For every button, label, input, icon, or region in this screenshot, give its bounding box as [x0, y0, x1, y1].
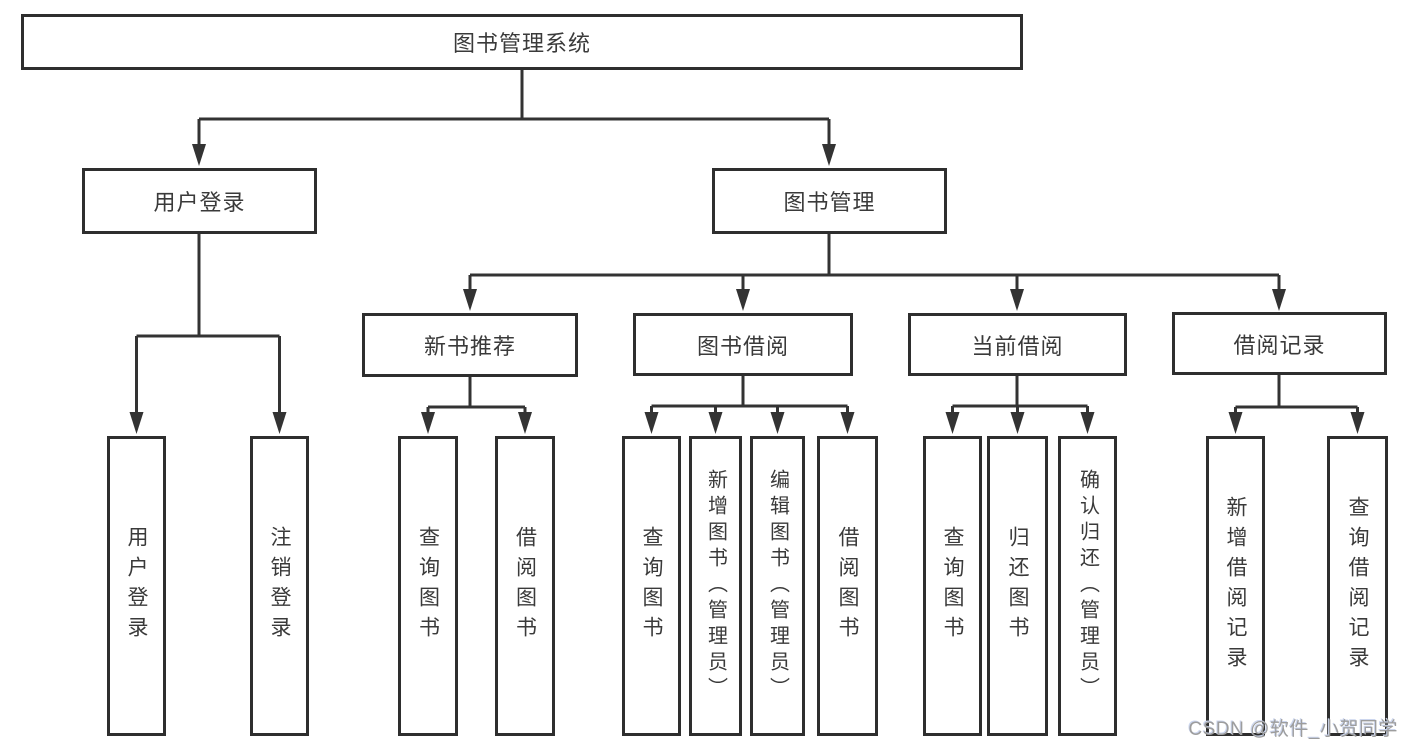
node-leaf-query-borrow-record: 查询借阅记录 [1327, 436, 1388, 736]
node-leaf-user-login: 用户登录 [107, 436, 166, 736]
node-leaf-confirm-return-admin: 确认归还（管理员） [1058, 436, 1117, 736]
node-leaf-edit-book-admin: 编辑图书（管理员） [750, 436, 805, 736]
node-leaf-query-books-1: 查询图书 [398, 436, 458, 736]
node-leaf-add-borrow-record: 新增借阅记录 [1206, 436, 1265, 736]
node-root: 图书管理系统 [21, 14, 1023, 70]
node-current-borrow: 当前借阅 [908, 313, 1127, 376]
node-borrow-records: 借阅记录 [1172, 312, 1387, 375]
node-leaf-borrow-books-1: 借阅图书 [495, 436, 555, 736]
node-book-mgmt: 图书管理 [712, 168, 947, 234]
node-book-borrow: 图书借阅 [633, 313, 853, 376]
csdn-watermark: CSDN @软件_小贺同学 [1188, 719, 1398, 740]
node-new-book-recommend: 新书推荐 [362, 313, 578, 377]
node-leaf-logout: 注销登录 [250, 436, 309, 736]
node-leaf-return-book: 归还图书 [987, 436, 1048, 736]
arrowhead-icons [129, 144, 1365, 434]
node-leaf-query-books-2: 查询图书 [622, 436, 681, 736]
node-user-login: 用户登录 [82, 168, 317, 234]
node-leaf-borrow-books-2: 借阅图书 [817, 436, 878, 736]
node-leaf-query-books-3: 查询图书 [923, 436, 982, 736]
node-leaf-add-book-admin: 新增图书（管理员） [689, 436, 742, 736]
connector-trunk-lines [135, 69, 1359, 416]
